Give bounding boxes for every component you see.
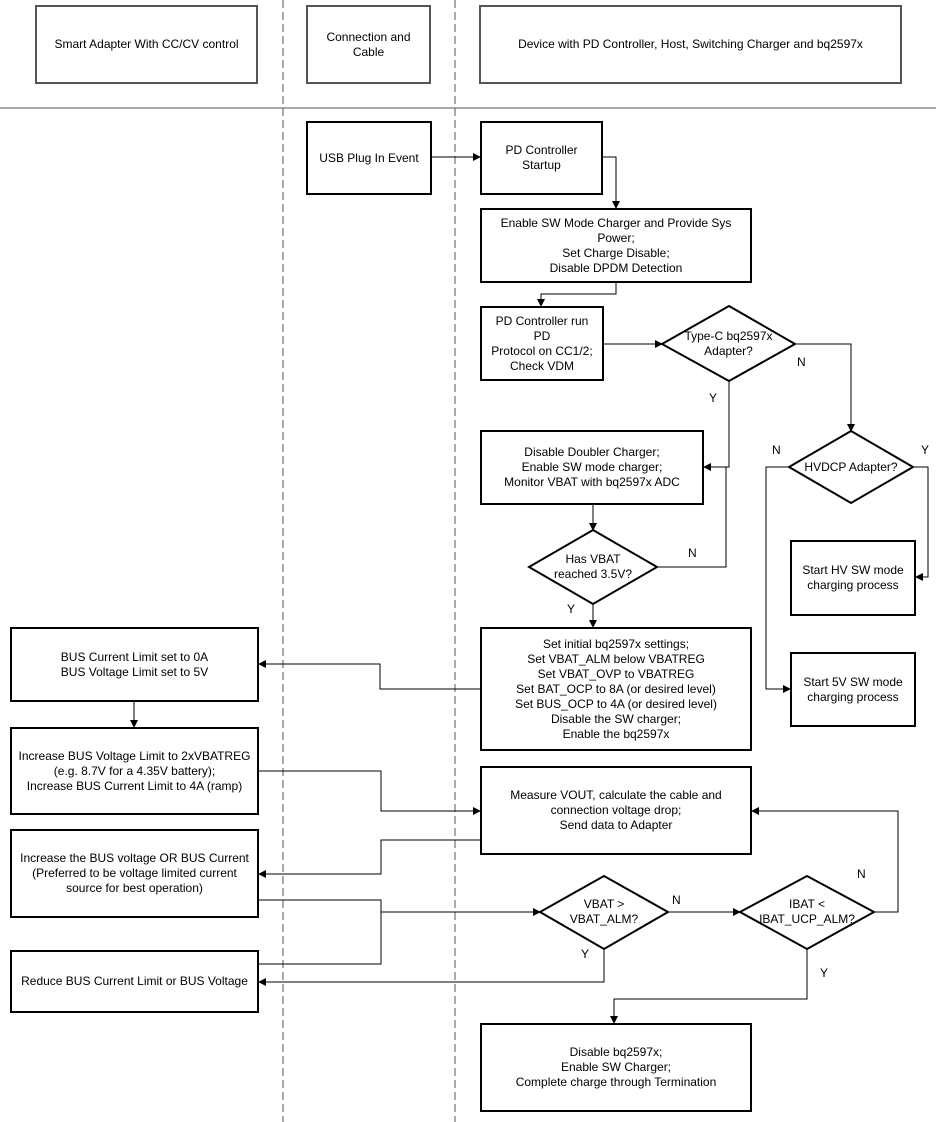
- arrow-vbat35-no-loop: [657, 467, 727, 568]
- decision-ibat-ucp-text: IBAT < IBAT_UCP_ALM?: [759, 897, 855, 926]
- box-usb-plug-in: USB Plug In Event: [306, 121, 432, 195]
- label-typec-no: N: [797, 355, 806, 369]
- box-increase-limit: Increase BUS Voltage Limit to 2xVBATREG …: [10, 727, 259, 815]
- arrow-ibat-yes-to-disable-bq: [610, 949, 808, 1024]
- label-hvdcp-no: N: [772, 443, 781, 457]
- label-vbat35-no: N: [688, 546, 697, 560]
- arrow-increase-limit-to-measure: [259, 770, 481, 815]
- label-hvdcp-yes: Y: [921, 443, 930, 457]
- box-start-5v: Start 5V SW mode charging process: [790, 652, 916, 727]
- arrow-hvdcp-yes-to-start-hv: [913, 466, 929, 581]
- arrow-initial-to-bus-limit: [258, 660, 480, 690]
- box-disable-bq2597x: Disable bq2597x; Enable SW Charger; Comp…: [480, 1023, 752, 1112]
- label-typec-yes: Y: [709, 391, 718, 405]
- box-measure-vout: Measure VOUT, calculate the cable and co…: [480, 766, 752, 855]
- arrow-typec-yes-to-disable-doubler: [703, 381, 730, 471]
- arrow-pd-startup-to-enable-sw: [603, 156, 620, 209]
- header-connection-cable: Connection and Cable: [306, 5, 431, 84]
- box-increase-bus: Increase the BUS voltage OR BUS Current …: [10, 829, 259, 918]
- box-pd-protocol: PD Controller run PD Protocol on CC1/2; …: [480, 306, 604, 381]
- decision-vbat-alm-text: VBAT > VBAT_ALM?: [569, 897, 639, 926]
- arrow-vbat-alm-yes-to-reduce: [258, 949, 605, 986]
- arrow-increase-bus-to-vbat-alm: [259, 899, 541, 916]
- label-vbat-alm-no: N: [672, 893, 681, 907]
- decision-hvdcp-diamond: [787, 429, 915, 505]
- header-device: Device with PD Controller, Host, Switchi…: [479, 5, 902, 84]
- arrow-hvdcp-no-to-start-5v: [765, 466, 791, 693]
- decision-hvdcp-text: HVDCP Adapter?: [804, 459, 898, 474]
- arrow-measure-to-increase-bus: [258, 839, 480, 878]
- label-vbat35-yes: Y: [567, 602, 576, 616]
- label-ibat-yes: Y: [820, 966, 829, 980]
- decision-vbat35-text: Has VBAT reached 3.5V?: [553, 552, 633, 581]
- box-bus-limit-set: BUS Current Limit set to 0A BUS Voltage …: [10, 627, 259, 702]
- box-start-hv: Start HV SW mode charging process: [790, 540, 916, 616]
- box-enable-sw-mode: Enable SW Mode Charger and Provide Sys P…: [480, 208, 752, 283]
- box-pd-controller-startup: PD Controller Startup: [480, 121, 603, 195]
- box-reduce-bus: Reduce BUS Current Limit or BUS Voltage: [10, 950, 259, 1013]
- decision-typec-text: Type-C bq2597x Adapter?: [684, 329, 773, 358]
- arrow-reduce-to-vbat-alm: [259, 912, 382, 965]
- label-ibat-no: N: [857, 867, 866, 881]
- label-vbat-alm-yes: Y: [581, 947, 590, 961]
- header-smart-adapter: Smart Adapter With CC/CV control: [35, 5, 258, 84]
- box-initial-settings: Set initial bq2597x settings; Set VBAT_A…: [480, 627, 752, 751]
- arrow-ibat-no-to-measure: [751, 807, 899, 913]
- arrow-typec-no-to-hvdcp: [795, 343, 855, 432]
- box-disable-doubler: Disable Doubler Charger; Enable SW mode …: [480, 430, 704, 505]
- arrow-enable-sw-to-pd-protocol: [537, 283, 617, 307]
